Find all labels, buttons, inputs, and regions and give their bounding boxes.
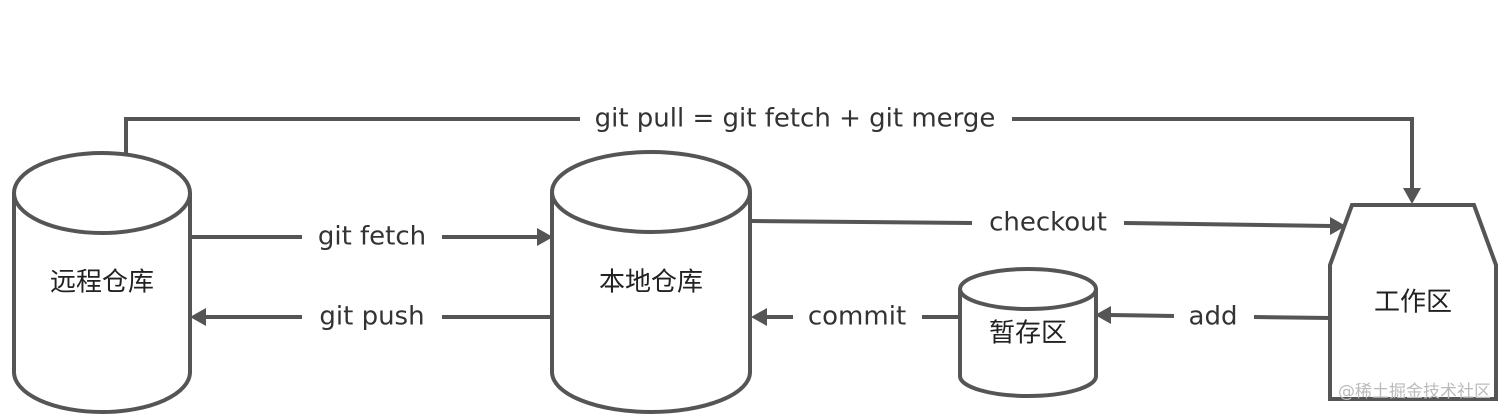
edge-git-pull: git pull = git fetch + git merge: [124, 104, 1421, 204]
edge-label-git-push: git push: [319, 302, 424, 332]
node-local-repo: 本地仓库: [550, 150, 752, 414]
edge-label-add: add: [1189, 302, 1238, 332]
edge-add: add: [1095, 302, 1331, 332]
edge-label-git-pull: git pull = git fetch + git merge: [595, 104, 996, 134]
node-label-remote-repo: 远程仓库: [50, 268, 154, 298]
edge-git-push: git push: [190, 302, 552, 332]
node-label-local-repo: 本地仓库: [599, 268, 703, 298]
add-arrowhead: [1095, 306, 1111, 324]
edge-checkout: checkout: [751, 208, 1346, 238]
edge-label-commit: commit: [808, 302, 906, 332]
edge-label-git-fetch: git fetch: [318, 222, 426, 252]
node-remote-repo: 远程仓库: [12, 151, 192, 414]
git-pull-arrowhead: [1403, 188, 1421, 204]
node-label-working-dir: 工作区: [1374, 288, 1452, 318]
watermark: @稀土掘金技术社区: [1338, 382, 1491, 402]
node-working-dir: 工作区: [1328, 203, 1498, 401]
node-staging-area: 暂存区: [958, 267, 1098, 398]
edge-commit: commit: [751, 302, 960, 332]
commit-arrowhead: [751, 308, 767, 326]
checkout-arrowhead: [1330, 217, 1346, 235]
git-push-arrowhead: [190, 308, 206, 326]
edge-git-fetch: git fetch: [190, 222, 553, 252]
edge-label-checkout: checkout: [989, 208, 1107, 238]
node-label-staging-area: 暂存区: [989, 319, 1067, 349]
git-fetch-arrowhead: [537, 228, 553, 246]
